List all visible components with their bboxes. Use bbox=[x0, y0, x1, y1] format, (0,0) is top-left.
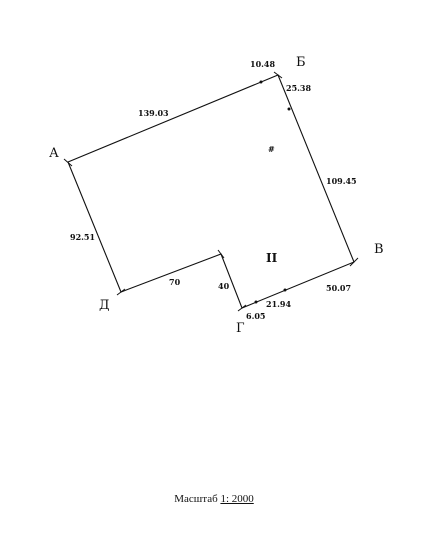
plot-boundary bbox=[67, 74, 355, 309]
vertex-label-g: Г bbox=[236, 321, 245, 336]
dim-bottom-middle: 21.94 bbox=[266, 299, 291, 309]
vertex-label-v: В bbox=[374, 242, 384, 257]
marker-upper: # bbox=[268, 144, 275, 154]
marker-lower: II bbox=[266, 251, 278, 265]
vertex-label-b: Б bbox=[296, 55, 306, 70]
corner-ticks bbox=[63, 71, 359, 312]
dim-bottom-right: 50.07 bbox=[326, 283, 351, 293]
scale-value: 1: 2000 bbox=[220, 493, 254, 505]
vertex-label-d: Д bbox=[99, 298, 110, 313]
dim-bottom-left: 70 bbox=[169, 277, 181, 287]
dim-notch: 40 bbox=[218, 281, 230, 291]
dim-right-edge: 109.45 bbox=[326, 176, 357, 186]
boundary-points bbox=[254, 80, 291, 304]
vertex-label-a: А bbox=[49, 146, 59, 161]
dim-top-right-short: 10.48 bbox=[250, 59, 275, 69]
dim-left-edge: 92.51 bbox=[70, 232, 95, 242]
dim-corner-short: 6.05 bbox=[246, 311, 265, 321]
scale-caption: Масштаб 1: 2000 bbox=[0, 493, 428, 505]
scale-label: Масштаб bbox=[174, 493, 218, 505]
dim-top-edge: 139.03 bbox=[138, 108, 169, 118]
dim-right-upper-short: 25.38 bbox=[286, 83, 311, 93]
